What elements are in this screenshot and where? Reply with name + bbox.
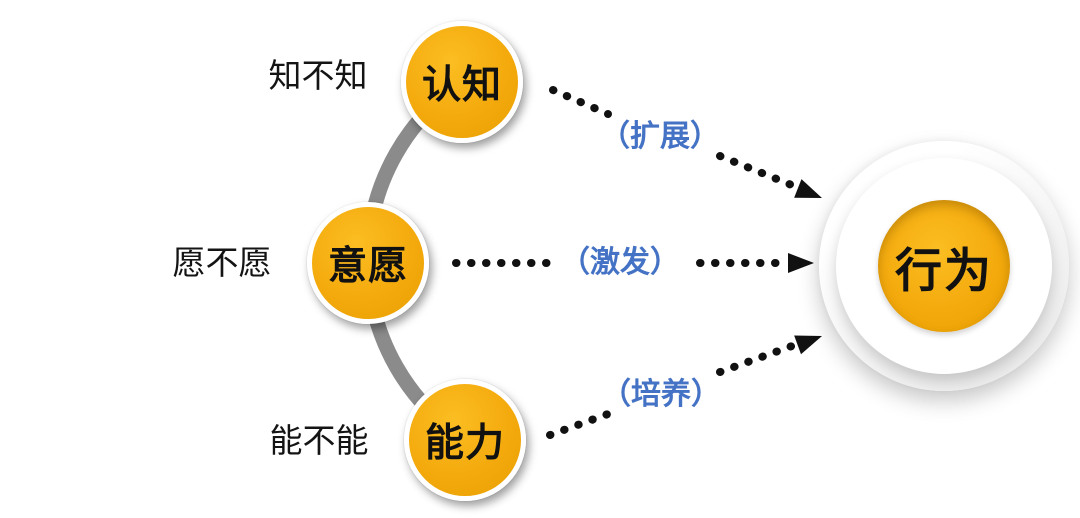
- dotted-line-cognition: [549, 86, 612, 118]
- arrowhead-icon: [794, 335, 822, 355]
- action-label-expand: （扩展）: [600, 120, 720, 153]
- node-willingness: 意愿: [307, 202, 429, 324]
- question-label-can: 能不能: [269, 422, 369, 459]
- dotted-line-ability: [546, 410, 612, 439]
- node-cognition-label: 认知: [421, 64, 502, 107]
- node-behavior: 行为: [878, 200, 1010, 332]
- question-label-will: 愿不愿: [172, 244, 272, 281]
- question-label-know: 知不知: [268, 57, 368, 94]
- arrowhead-icon: [794, 179, 822, 198]
- action-label-stimulate: （激发）: [560, 246, 680, 279]
- node-behavior-outer-ring: 行为: [819, 141, 1069, 391]
- node-ability: 能力: [404, 379, 526, 501]
- arrowhead-icon: [788, 253, 814, 273]
- node-cognition: 认知: [401, 21, 523, 143]
- node-willingness-label: 意愿: [327, 245, 408, 288]
- node-ability-label: 能力: [424, 422, 505, 465]
- dotted-line-ability: [716, 342, 796, 376]
- node-behavior-label: 行为: [895, 243, 993, 297]
- dotted-line-cognition: [716, 152, 798, 190]
- node-behavior-white-ring: 行为: [836, 158, 1052, 374]
- action-label-cultivate: （培养）: [601, 378, 721, 411]
